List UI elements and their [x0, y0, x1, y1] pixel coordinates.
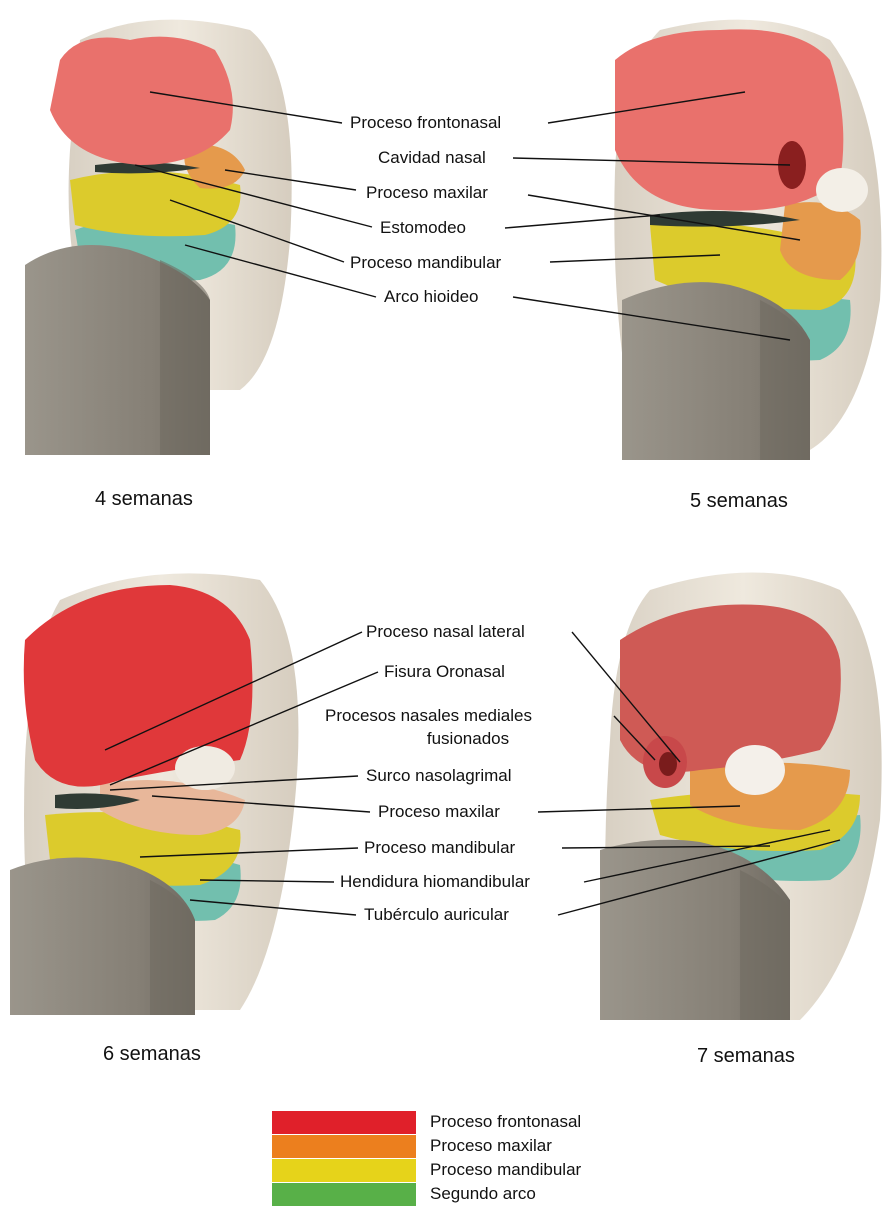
- label-proceso-maxilar-bottom: Proceso maxilar: [378, 802, 500, 822]
- caption-5-semanas: 5 semanas: [690, 490, 788, 513]
- model-4-semanas: [25, 20, 292, 455]
- ear-placeholder: [816, 168, 868, 212]
- caption-6-semanas: 6 semanas: [103, 1043, 201, 1066]
- legend-label: Proceso frontonasal: [430, 1112, 581, 1132]
- label-hendidura-hiomandibular: Hendidura hiomandibular: [340, 872, 530, 892]
- label-proceso-mandibular-bottom: Proceso mandibular: [364, 838, 515, 858]
- legend-label: Proceso mandibular: [430, 1160, 581, 1180]
- label-fisura-oronasal: Fisura Oronasal: [384, 662, 505, 682]
- legend-swatch: [272, 1135, 416, 1158]
- label-proceso-nasal-lateral: Proceso nasal lateral: [366, 622, 525, 642]
- legend-item-segundo-arco: Segundo arco: [272, 1183, 632, 1206]
- label-cavidad-nasal: Cavidad nasal: [378, 148, 486, 168]
- label-arco-hioideo: Arco hioideo: [384, 287, 479, 307]
- label-fusionados: fusionados: [427, 729, 509, 749]
- label-proceso-maxilar: Proceso maxilar: [366, 183, 488, 203]
- label-proceso-frontonasal: Proceso frontonasal: [350, 113, 501, 133]
- legend-label: Proceso maxilar: [430, 1136, 552, 1156]
- legend-item-frontonasal: Proceso frontonasal: [272, 1111, 632, 1134]
- legend-swatch: [272, 1159, 416, 1182]
- label-proceso-mandibular: Proceso mandibular: [350, 253, 501, 273]
- legend-swatch: [272, 1111, 416, 1134]
- legend-swatch: [272, 1183, 416, 1206]
- model-5-semanas: [614, 20, 881, 460]
- legend-item-maxilar: Proceso maxilar: [272, 1135, 632, 1158]
- label-procesos-nasales-mediales: Procesos nasales mediales: [325, 706, 532, 726]
- legend-label: Segundo arco: [430, 1184, 536, 1204]
- label-tuberculo-auricular: Tubérculo auricular: [364, 905, 509, 925]
- model-6-semanas: [10, 573, 298, 1015]
- model-7-semanas: [600, 573, 882, 1021]
- caption-4-semanas: 4 semanas: [95, 488, 193, 511]
- label-estomodeo: Estomodeo: [380, 218, 466, 238]
- label-surco-nasolagrimal: Surco nasolagrimal: [366, 766, 512, 786]
- caption-7-semanas: 7 semanas: [697, 1045, 795, 1068]
- legend-item-mandibular: Proceso mandibular: [272, 1159, 632, 1182]
- ear-placeholder: [725, 745, 785, 795]
- proceso-frontonasal-region: [615, 29, 843, 210]
